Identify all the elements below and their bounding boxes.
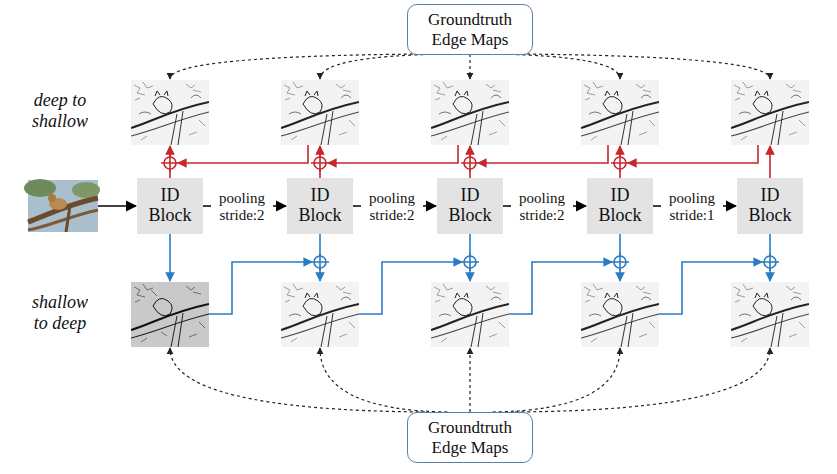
box-text: ID Block bbox=[141, 186, 199, 226]
deep-to-shallow-paths bbox=[170, 145, 770, 178]
edge-maps-top bbox=[131, 80, 809, 145]
id-block: ID Block bbox=[437, 178, 503, 234]
id-block: ID Block bbox=[287, 178, 353, 234]
edge-label: pooling stride:1 bbox=[661, 190, 723, 223]
edge-label: pooling stride:2 bbox=[361, 190, 423, 223]
box-text: Groundtruth Edge Maps bbox=[420, 10, 520, 49]
branch-label: shallow to deep bbox=[24, 292, 96, 333]
shallow-to-deep-paths bbox=[170, 234, 770, 314]
box-text: ID Block bbox=[741, 186, 799, 226]
sum-symbols-blue bbox=[311, 253, 779, 271]
edge-label: pooling stride:2 bbox=[211, 190, 273, 223]
groundtruth-arrows-bottom bbox=[170, 348, 770, 412]
box-text: ID Block bbox=[291, 186, 349, 226]
id-block: ID Block bbox=[137, 178, 203, 234]
id-block: ID Block bbox=[587, 178, 653, 234]
input-image bbox=[24, 179, 100, 232]
groundtruth-arrows-top bbox=[170, 54, 770, 79]
box-text: ID Block bbox=[591, 186, 649, 226]
input-arrow bbox=[98, 205, 136, 207]
branch-label: deep to shallow bbox=[24, 90, 96, 131]
groundtruth-box: Groundtruth Edge Maps bbox=[407, 4, 533, 55]
edge-label: pooling stride:2 bbox=[511, 190, 573, 223]
box-text: Groundtruth Edge Maps bbox=[420, 418, 520, 457]
id-block: ID Block bbox=[737, 178, 803, 234]
sum-symbols-red bbox=[161, 154, 629, 172]
groundtruth-box: Groundtruth Edge Maps bbox=[407, 412, 533, 463]
box-text: ID Block bbox=[441, 186, 499, 226]
